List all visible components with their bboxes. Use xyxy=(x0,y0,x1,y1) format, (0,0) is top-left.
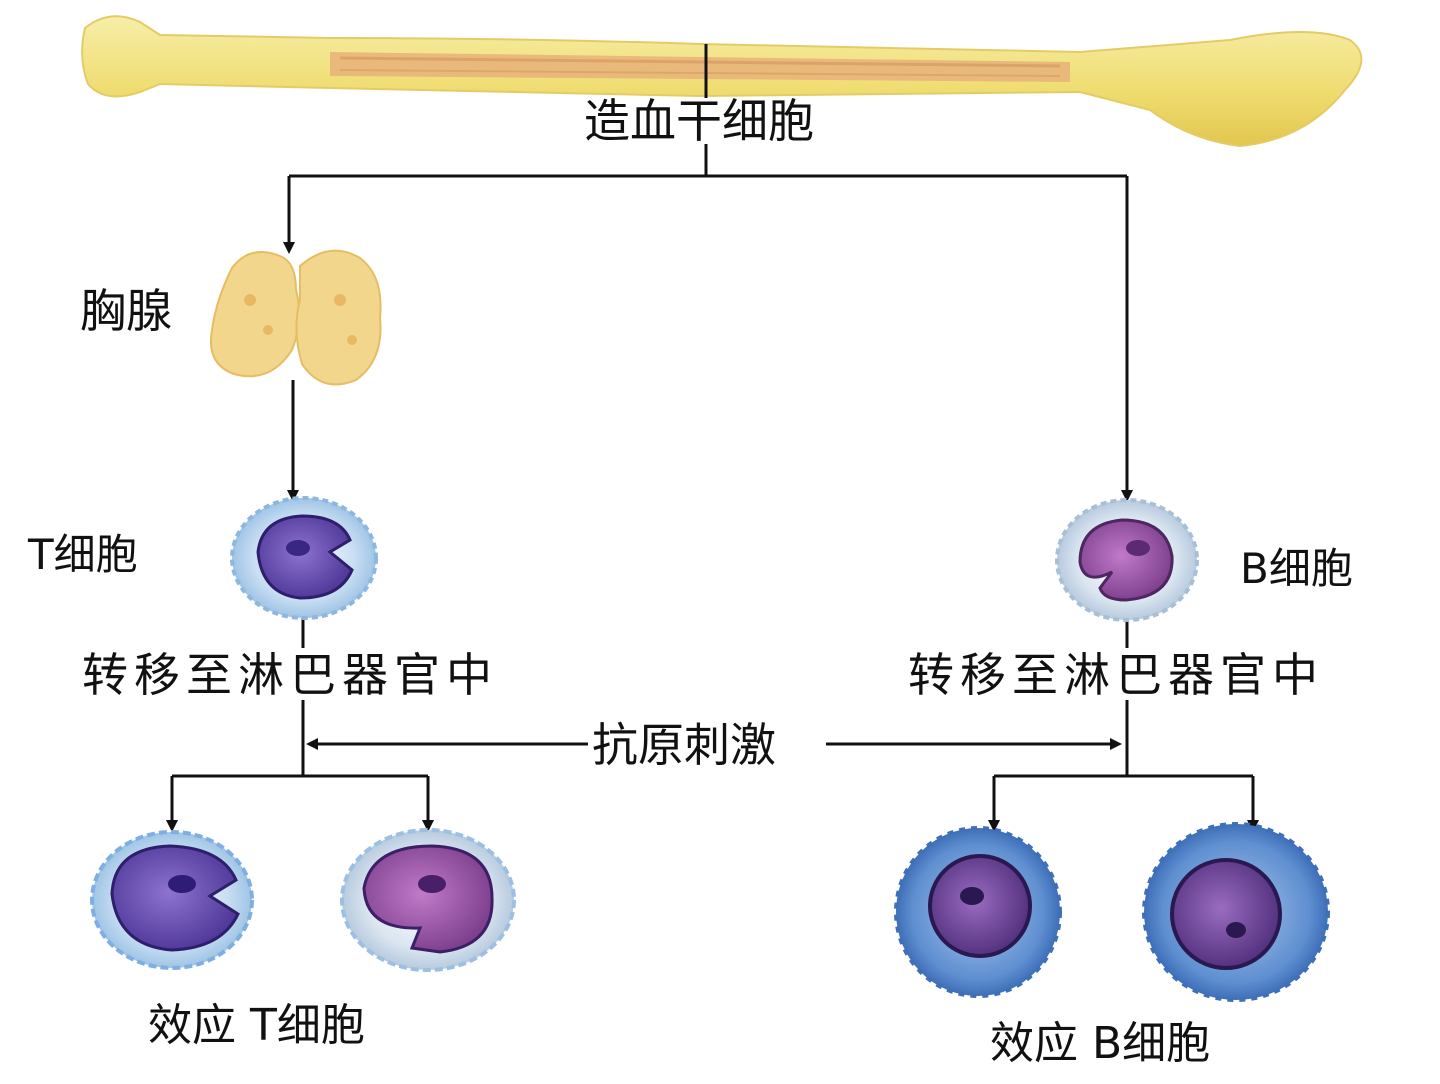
t-cell-illustration xyxy=(230,496,378,620)
effector-b-cell-2 xyxy=(1142,822,1330,1002)
label-effector-t-cell: 效应 T细胞 xyxy=(148,1000,365,1051)
effector-b-cell-1 xyxy=(894,826,1062,998)
effector-t-cell-1 xyxy=(90,830,254,970)
effector-t-cell-2 xyxy=(340,828,516,972)
label-migrate-to-lymphoid-organ-t: 转移至淋巴器官中 xyxy=(78,652,502,698)
label-b-cell: B细胞 xyxy=(1240,544,1353,593)
connector-lines xyxy=(166,44,1259,832)
label-antigen-stimulation: 抗原刺激 xyxy=(588,722,780,768)
thymus-illustration xyxy=(210,249,382,386)
label-thymus: 胸腺 xyxy=(80,284,172,338)
bone-illustration xyxy=(81,15,1363,148)
label-hematopoietic-stem-cell: 造血干细胞 xyxy=(580,98,818,144)
label-migrate-to-lymphoid-organ-b: 转移至淋巴器官中 xyxy=(904,652,1328,698)
label-t-cell: T细胞 xyxy=(28,530,138,579)
label-effector-b-cell: 效应 B细胞 xyxy=(990,1018,1211,1069)
b-cell-illustration xyxy=(1055,498,1199,622)
